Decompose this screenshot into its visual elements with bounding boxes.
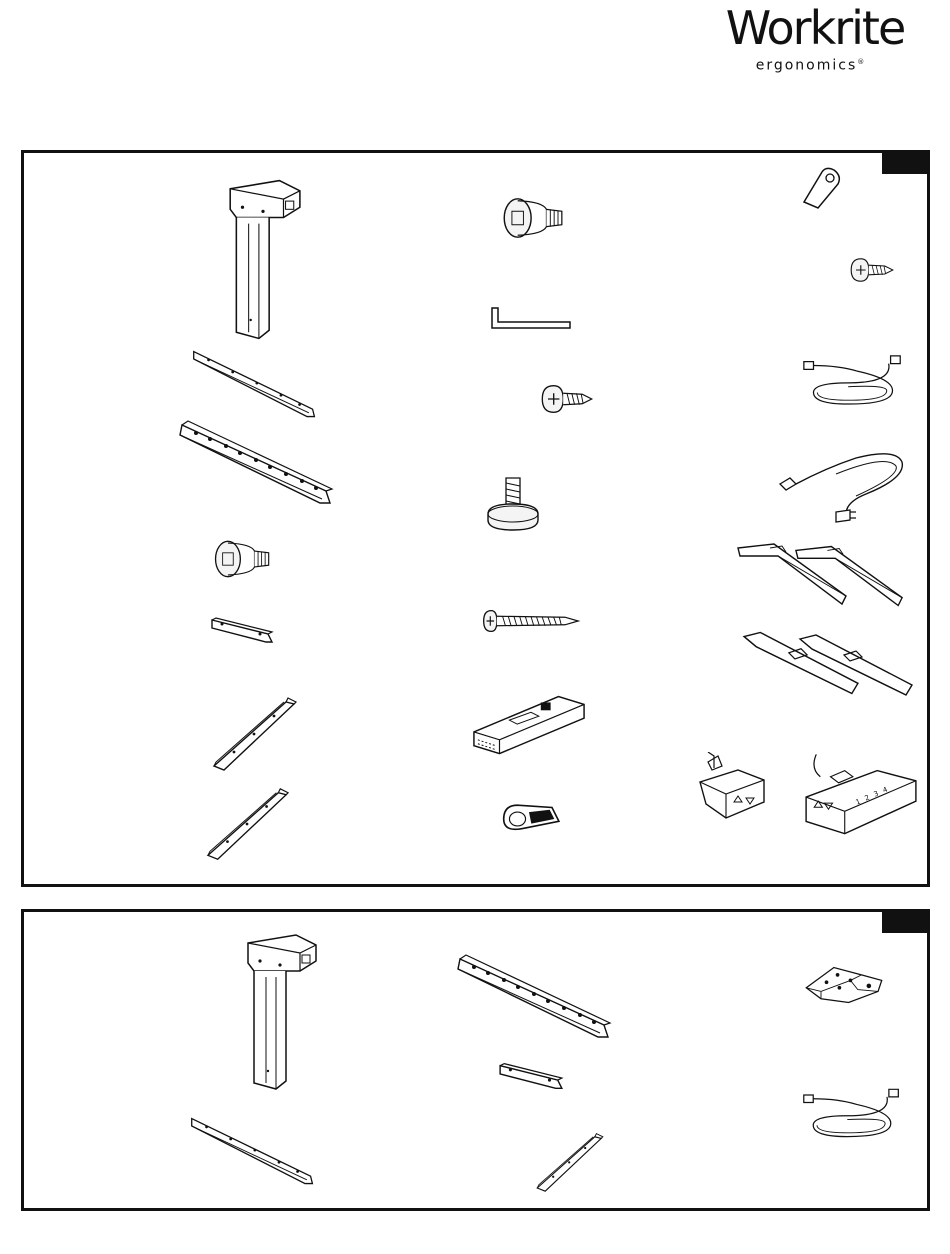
panel-2-corner-tab	[882, 909, 930, 933]
cable-clip-image	[494, 796, 564, 842]
small-screw-image	[848, 254, 896, 286]
brand-tagline-text: ergonomics	[756, 58, 858, 74]
angled-support-image-2	[204, 786, 292, 866]
control-paddle-memory: 1 2 3 4	[800, 748, 922, 840]
registered-mark: ®	[857, 58, 864, 66]
brand-tagline: ergonomics®	[680, 54, 940, 74]
flat-head-bolt-image	[212, 536, 274, 582]
long-wood-screw-image	[478, 606, 582, 636]
cord-clip-image	[796, 164, 846, 214]
data-cable-image-p2	[800, 1080, 904, 1144]
hex-key-image	[486, 304, 576, 334]
angled-support-image-p2	[534, 1132, 606, 1196]
corner-plate-image	[802, 962, 886, 1008]
leveling-glide-image	[478, 474, 548, 534]
small-bracket-image	[208, 614, 278, 648]
control-box-image	[470, 688, 588, 768]
power-cord-image	[776, 444, 916, 524]
angled-support-image	[210, 696, 300, 776]
short-crossbar-image	[190, 346, 320, 424]
hex-bolt-image	[500, 194, 568, 242]
short-crossbar-image-p2	[188, 1114, 318, 1190]
panel-1-corner-tab	[882, 150, 930, 174]
long-crossbar-image	[178, 416, 338, 512]
control-paddle-basic-image	[694, 752, 774, 832]
control-paddle-memory-image	[800, 748, 922, 840]
top-bracket-image-2	[796, 630, 916, 702]
long-crossbar-image-p2	[456, 950, 616, 1046]
pan-head-screw-image	[538, 380, 596, 418]
foot-base-image-2	[792, 542, 910, 612]
leg-column-image	[222, 175, 304, 342]
brand-logo: Workrite ergonomics®	[690, 2, 940, 82]
brand-name: Workrite	[690, 2, 940, 54]
small-bracket-image-p2	[496, 1060, 568, 1094]
leg-column-image-p2	[240, 926, 320, 1096]
data-cable-image	[800, 350, 906, 408]
